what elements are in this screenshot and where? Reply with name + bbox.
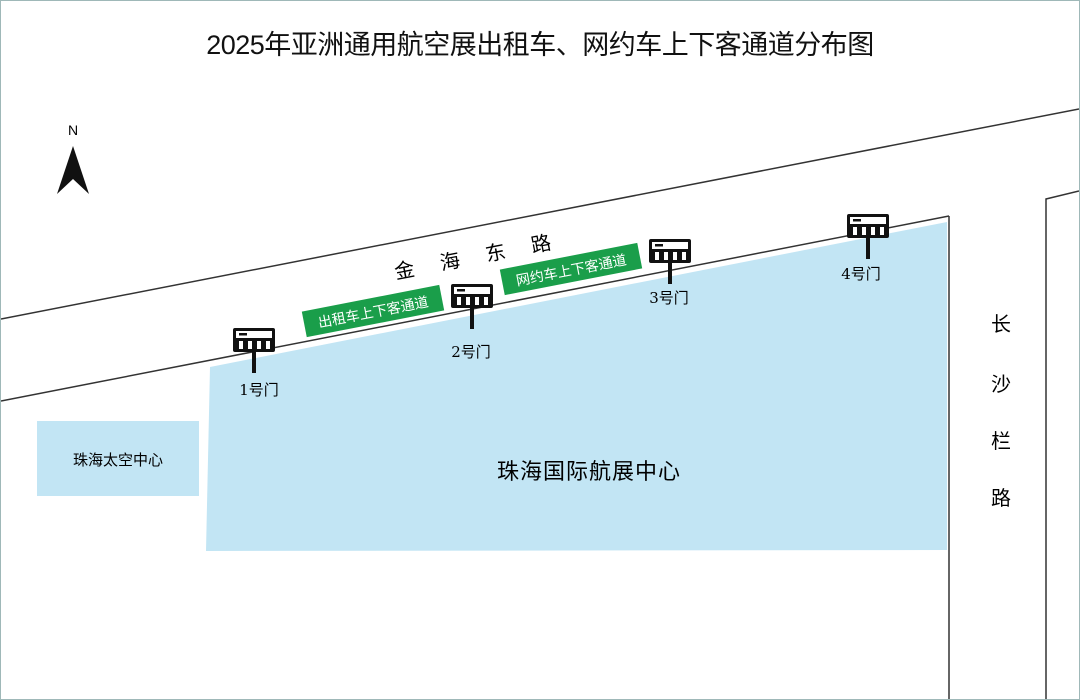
space-center-area (37, 421, 199, 496)
map-title: 2025年亚洲通用航空展出租车、网约车上下客通道分布图 (206, 30, 874, 60)
gate-icon (649, 239, 691, 284)
jinhai-road-south-edge (1, 215, 950, 402)
changsha-road-char: 长 (991, 312, 1011, 336)
gate-2: 2号门 (451, 284, 493, 361)
gate-label: 4号门 (841, 265, 881, 283)
airshow-center-label: 珠海国际航展中心 (497, 460, 681, 485)
north-label: N (68, 122, 78, 138)
gate-icon (233, 328, 275, 373)
gate-icon (451, 284, 493, 329)
gate-3: 3号门 (649, 239, 691, 307)
changsha-road-char: 路 (991, 486, 1011, 510)
jinhai-road-north-edge (1, 108, 1079, 320)
changsha-road-east-edge (1045, 190, 1079, 699)
space-center-label: 珠海太空中心 (73, 451, 163, 469)
airshow-center-area (206, 222, 947, 551)
gate-4: 4号门 (841, 214, 889, 283)
gate-1: 1号门 (233, 328, 279, 399)
north-arrow-icon (57, 146, 89, 194)
changsha-road-char: 沙 (991, 372, 1011, 396)
gate-label: 3号门 (649, 289, 689, 307)
gate-label: 1号门 (239, 381, 279, 399)
changsha-road-char: 栏 (991, 429, 1011, 453)
gate-icon (847, 214, 889, 259)
gate-label: 2号门 (451, 343, 491, 361)
